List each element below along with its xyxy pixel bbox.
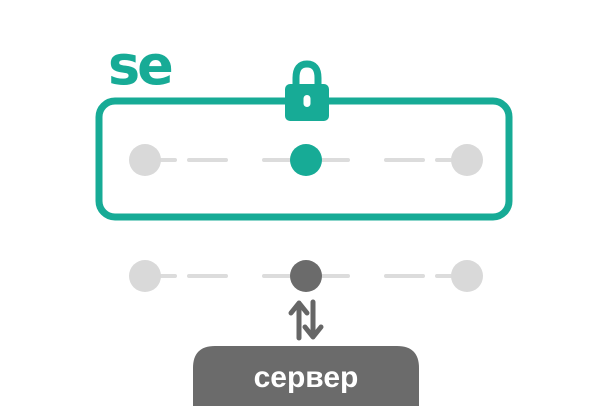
server-chain: [129, 260, 483, 292]
up-down-arrows-icon: [288, 299, 324, 341]
chain-node-server: [290, 260, 322, 292]
se-logo: se: [108, 34, 172, 97]
secure-chain: [129, 144, 483, 176]
chain-node-right: [451, 260, 483, 292]
server-label: сервер: [254, 361, 359, 394]
chain-node-left: [129, 144, 161, 176]
chain-node-active: [290, 144, 322, 176]
server-box: сервер: [193, 346, 419, 406]
chain-node-left: [129, 260, 161, 292]
lock-icon: [285, 60, 329, 121]
chain-node-right: [451, 144, 483, 176]
